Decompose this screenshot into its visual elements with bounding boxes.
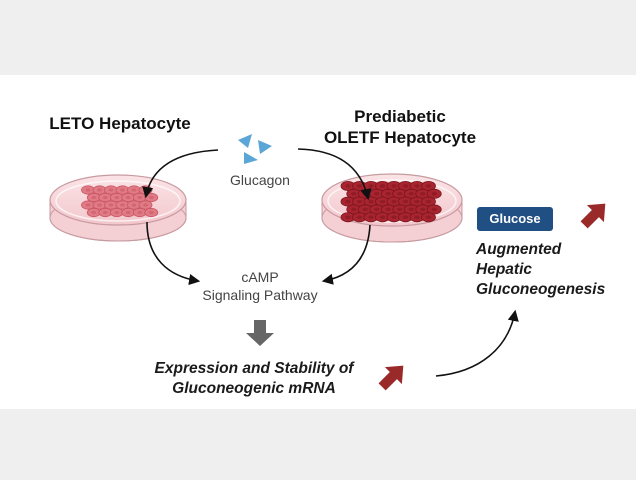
cell-nucleus	[402, 215, 409, 219]
cell-nucleus	[345, 184, 351, 188]
arrow-glucagon-to-leto	[142, 149, 219, 199]
cell-nucleus	[414, 184, 420, 188]
camp-label-line1: cAMP	[241, 269, 279, 285]
cell-nucleus	[379, 199, 386, 204]
cell-nucleus	[397, 207, 403, 212]
glucagon-molecules-icon	[238, 134, 272, 164]
cell-nucleus	[379, 215, 386, 219]
outcome-label-line1: Augmented	[476, 241, 562, 258]
arrow-expression-to-outcome	[435, 309, 519, 377]
cell-nucleus	[368, 215, 374, 219]
cell-nucleus	[408, 192, 414, 196]
cell-nucleus	[368, 184, 374, 188]
oletf-title-line1: Prediabetic	[354, 107, 446, 126]
cell-nucleus	[120, 188, 125, 192]
expression-label-line2: Gluconeogenic mRNA	[172, 380, 336, 397]
cell-nucleus	[374, 192, 380, 196]
cell-nucleus	[114, 195, 120, 200]
cell-nucleus	[431, 207, 437, 212]
down-arrow-icon	[246, 320, 274, 346]
arrow-leto-to-camp	[146, 221, 201, 286]
outcome-label: Augmented Hepatic Gluconeogenesis	[476, 240, 636, 300]
cell-nucleus	[431, 192, 437, 196]
cell-nucleus	[85, 188, 91, 192]
camp-label: cAMP Signaling Pathway	[185, 268, 335, 304]
camp-label-line2: Signaling Pathway	[202, 287, 318, 303]
cell-nucleus	[356, 215, 363, 219]
glucose-badge: Glucose	[477, 207, 553, 231]
cell-nucleus	[137, 195, 143, 200]
cell-nucleus	[85, 203, 91, 207]
cell-nucleus	[143, 203, 148, 207]
cell-nucleus	[385, 207, 391, 212]
cell-nucleus	[131, 203, 137, 207]
expression-label-line1: Expression and Stability of	[154, 360, 354, 377]
cell-nucleus	[414, 215, 420, 219]
cell-nucleus	[125, 195, 131, 200]
cell-nucleus	[391, 215, 397, 219]
figure-panel	[0, 75, 636, 409]
cell-nucleus	[102, 210, 108, 215]
up-arrow-icon	[378, 365, 404, 391]
cell-nucleus	[345, 215, 351, 219]
cell-nucleus	[114, 210, 120, 215]
cell-nucleus	[91, 210, 97, 215]
cell-nucleus	[120, 203, 125, 207]
cell-nucleus	[379, 184, 386, 188]
cell-nucleus	[385, 192, 391, 196]
cell-nucleus	[425, 184, 432, 188]
cell-nucleus	[102, 195, 108, 200]
cell-nucleus	[125, 210, 131, 215]
cell-nucleus	[131, 188, 137, 192]
leto-petri-dish	[49, 174, 187, 242]
cell-nucleus	[402, 184, 409, 188]
cell-nucleus	[408, 207, 414, 212]
cell-nucleus	[414, 199, 420, 204]
cell-nucleus	[391, 184, 397, 188]
cell-nucleus	[368, 199, 374, 204]
oletf-cell-cluster	[340, 180, 442, 223]
cell-nucleus	[425, 199, 432, 204]
leto-title: LETO Hepatocyte	[49, 114, 191, 133]
cell-nucleus	[402, 199, 409, 204]
cell-nucleus	[425, 215, 432, 219]
cell-nucleus	[374, 207, 380, 212]
cell-nucleus	[420, 192, 426, 196]
oletf-petri-dish	[321, 173, 463, 243]
cell-nucleus	[397, 192, 403, 196]
arrow-oletf-to-camp	[321, 224, 371, 285]
cell-nucleus	[391, 199, 397, 204]
cell-nucleus	[420, 207, 426, 212]
cell-nucleus	[362, 207, 368, 212]
cell-nucleus	[137, 210, 143, 215]
cell-nucleus	[351, 207, 357, 212]
cell-nucleus	[97, 188, 102, 192]
cell-nucleus	[97, 203, 102, 207]
leto-cell-cluster	[81, 185, 159, 218]
oletf-title: Prediabetic OLETF Hepatocyte	[300, 106, 500, 148]
cell-nucleus	[108, 188, 114, 192]
cell-nucleus	[91, 195, 97, 200]
cell-nucleus	[148, 195, 154, 200]
glucagon-label: Glucagon	[230, 172, 290, 188]
expression-label: Expression and Stability of Gluconeogeni…	[135, 359, 373, 399]
cell-nucleus	[356, 199, 363, 204]
cell-nucleus	[351, 192, 357, 196]
outcome-label-line2: Hepatic	[476, 261, 532, 278]
outcome-label-line3: Gluconeogenesis	[476, 281, 606, 298]
cell-nucleus	[148, 210, 154, 215]
cell-nucleus	[356, 184, 363, 188]
up-arrow-icon	[580, 203, 606, 229]
oletf-title-line2: OLETF Hepatocyte	[323, 128, 477, 147]
cell-nucleus	[345, 199, 351, 204]
cell-nucleus	[108, 203, 114, 207]
arrow-glucagon-to-oletf	[297, 148, 372, 201]
